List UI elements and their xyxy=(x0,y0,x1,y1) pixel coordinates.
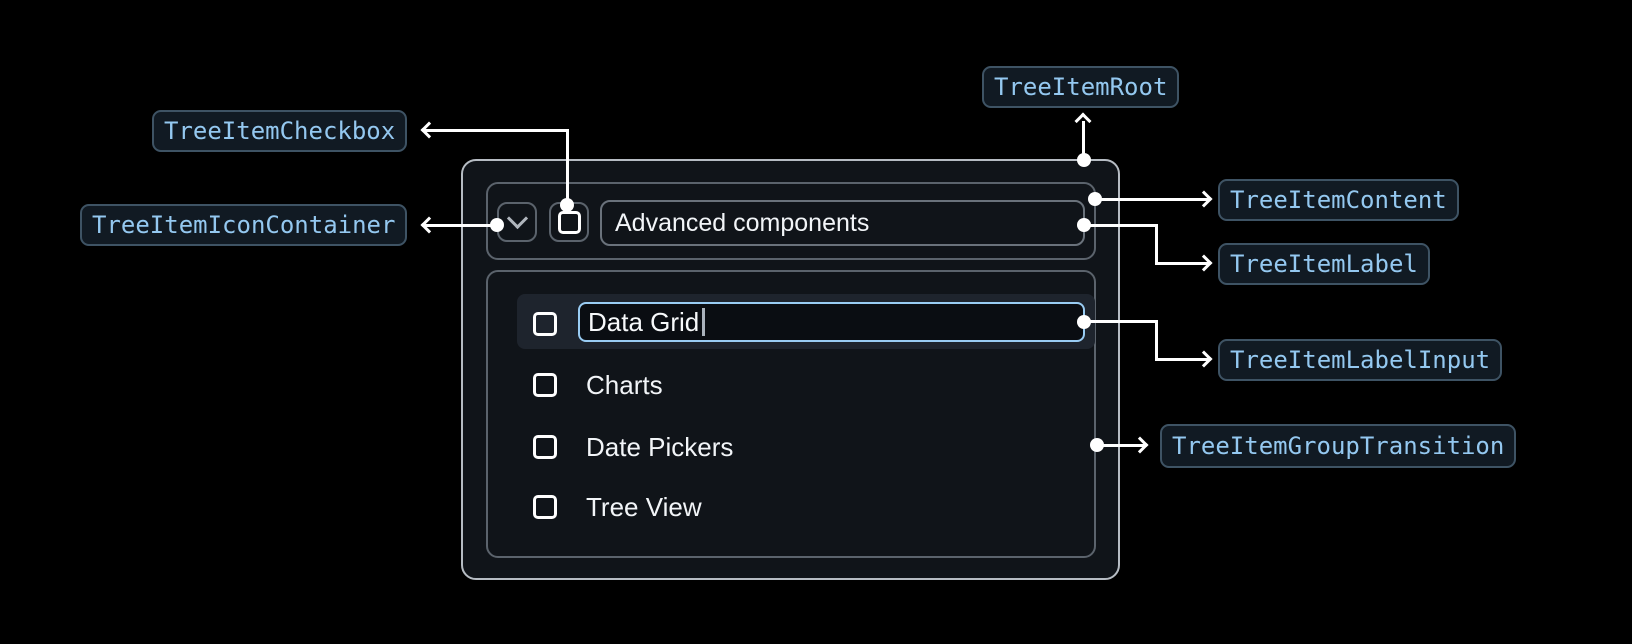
tree-item-label[interactable]: Advanced components xyxy=(600,200,1085,246)
connector-label-hline1 xyxy=(1084,224,1158,227)
connector-icon-container-line xyxy=(424,224,498,227)
checkbox-icon[interactable] xyxy=(533,312,557,336)
connector-label-input-hline1 xyxy=(1084,320,1158,323)
connector-root-dot xyxy=(1077,153,1091,167)
checkbox-icon[interactable] xyxy=(533,373,557,397)
label-input-value: Data Grid xyxy=(588,306,700,337)
connector-root-arrowhead xyxy=(1074,112,1092,130)
connector-label-input-arrowhead xyxy=(1195,350,1213,368)
tree-item-tree-view-row[interactable]: Tree View xyxy=(533,483,702,531)
connector-label-arrowhead xyxy=(1195,254,1213,272)
checkbox-icon xyxy=(557,210,581,234)
connector-checkbox-dot xyxy=(560,198,574,212)
connector-content-dot xyxy=(1088,192,1102,206)
tree-item-label-text: Advanced components xyxy=(615,208,870,237)
connector-icon-container-arrowhead xyxy=(420,216,438,234)
annotation-tree-item-checkbox: TreeItemCheckbox xyxy=(152,110,408,152)
connector-checkbox-arrowhead xyxy=(420,121,438,139)
connector-group-transition-arrowhead xyxy=(1131,436,1149,454)
tree-item-label-text: Tree View xyxy=(586,491,702,522)
connector-label-input-vline xyxy=(1155,320,1158,361)
tree-item-label-text: Charts xyxy=(586,369,663,400)
connector-group-transition-dot xyxy=(1090,438,1104,452)
annotation-tree-item-root: TreeItemRoot xyxy=(982,66,1180,108)
connector-label-input-dot xyxy=(1077,315,1091,329)
connector-root-line xyxy=(1082,121,1085,160)
tree-item-label-text: Date Pickers xyxy=(586,431,734,462)
annotation-tree-item-label-input: TreeItemLabelInput xyxy=(1218,339,1503,381)
tree-item-root xyxy=(461,159,1120,580)
tree-item-charts-row[interactable]: Charts xyxy=(533,361,663,409)
checkbox-icon[interactable] xyxy=(533,495,557,519)
annotation-tree-item-icon-container: TreeItemIconContainer xyxy=(80,204,408,246)
connector-label-input-hline2 xyxy=(1155,358,1209,361)
checkbox-icon[interactable] xyxy=(533,435,557,459)
connector-group-transition-line xyxy=(1097,444,1145,447)
chevron-down-icon xyxy=(506,207,528,229)
connector-content-line xyxy=(1095,198,1209,201)
connector-label-dot xyxy=(1077,218,1091,232)
connector-checkbox-hline xyxy=(424,129,568,132)
connector-checkbox-vline xyxy=(566,129,569,206)
annotation-tree-item-label: TreeItemLabel xyxy=(1218,243,1430,285)
tree-item-content[interactable] xyxy=(486,182,1096,260)
annotation-tree-item-group-transition: TreeItemGroupTransition xyxy=(1160,424,1517,468)
tree-item-date-pickers-row[interactable]: Date Pickers xyxy=(533,423,733,471)
tree-item-label-input[interactable]: Data Grid xyxy=(578,302,1085,342)
annotation-tree-item-content: TreeItemContent xyxy=(1218,179,1459,221)
connector-label-vline xyxy=(1155,224,1158,265)
connector-label-hline2 xyxy=(1155,262,1209,265)
connector-content-arrowhead xyxy=(1195,190,1213,208)
connector-icon-container-dot xyxy=(490,218,504,232)
text-cursor-icon xyxy=(702,308,706,336)
tree-item-group-transition xyxy=(486,270,1096,558)
